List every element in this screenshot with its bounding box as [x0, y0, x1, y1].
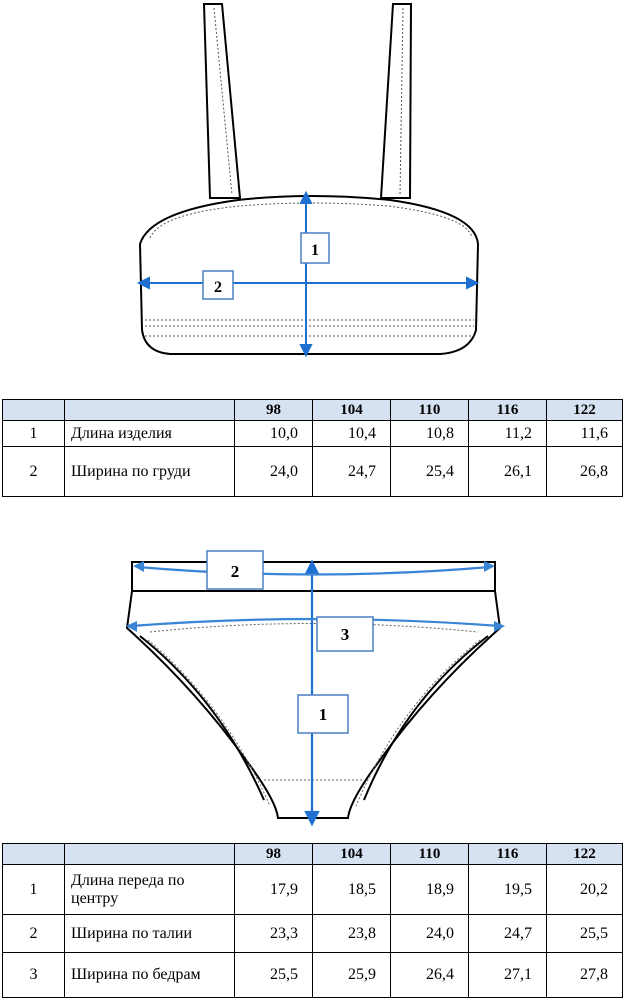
measure-value: 25,4: [390, 446, 469, 497]
measure-value: 11,2: [468, 420, 547, 447]
row-number: 2: [2, 914, 65, 953]
measure-value: 19,5: [468, 864, 547, 915]
measure-name: Ширина по талии: [64, 914, 235, 953]
measure-name: Ширина по бедрам: [64, 952, 235, 998]
measure-value: 18,5: [312, 864, 391, 915]
table-row: 1 Длина изделия 10,0 10,4 10,8 11,2 11,6: [2, 420, 623, 447]
header-cell-blank: [2, 843, 65, 865]
measure-name: Длина изделия: [64, 420, 235, 447]
row-number: 1: [2, 420, 65, 447]
measure-value: 24,0: [234, 446, 313, 497]
bottom-measure-arrows: [126, 559, 505, 827]
measure-value: 24,7: [468, 914, 547, 953]
measure-value: 27,1: [468, 952, 547, 998]
measure-value: 24,7: [312, 446, 391, 497]
bottom-callout-2: 2: [206, 550, 264, 590]
size-header: 98: [234, 843, 313, 865]
svg-text:1: 1: [311, 242, 319, 259]
bottom-callout-3: 3: [316, 616, 374, 652]
measure-value: 10,4: [312, 420, 391, 447]
top-callout-2: 2: [202, 270, 234, 300]
measure-value: 24,0: [390, 914, 469, 953]
measure-value: 23,3: [234, 914, 313, 953]
size-header: 110: [390, 399, 469, 421]
row-number: 2: [2, 446, 65, 497]
svg-text:2: 2: [231, 562, 240, 581]
header-cell-blank: [64, 399, 235, 421]
size-header: 98: [234, 399, 313, 421]
measure-value: 10,0: [234, 420, 313, 447]
size-header: 116: [468, 843, 547, 865]
bottom-callout-1: 1: [297, 694, 349, 734]
row-number: 1: [2, 864, 65, 915]
measure-value: 20,2: [546, 864, 623, 915]
size-header: 116: [468, 399, 547, 421]
header-cell-blank: [2, 399, 65, 421]
size-header: 104: [312, 399, 391, 421]
measure-value: 26,1: [468, 446, 547, 497]
measure-value: 26,4: [390, 952, 469, 998]
measure-value: 25,5: [234, 952, 313, 998]
table-header-row: 98 104 110 116 122: [2, 843, 623, 865]
top-callout-1: 1: [300, 232, 330, 264]
measure-value: 27,8: [546, 952, 623, 998]
table-header-row: 98 104 110 116 122: [2, 399, 623, 421]
top-size-table: 98 104 110 116 122 1 Длина изделия 10,0 …: [2, 399, 623, 497]
measure-value: 18,9: [390, 864, 469, 915]
measure-value: 26,8: [546, 446, 623, 497]
svg-text:1: 1: [319, 705, 328, 724]
size-header: 104: [312, 843, 391, 865]
measure-value: 10,8: [390, 420, 469, 447]
row-number: 3: [2, 952, 65, 998]
measure-value: 11,6: [546, 420, 623, 447]
size-header: 110: [390, 843, 469, 865]
measure-value: 25,9: [312, 952, 391, 998]
measure-value: 25,5: [546, 914, 623, 953]
size-header: 122: [546, 399, 623, 421]
svg-text:2: 2: [214, 279, 222, 296]
bottom-garment-diagram: 2 3 1: [125, 550, 505, 827]
svg-text:3: 3: [341, 625, 350, 644]
top-garment-diagram: 1 2: [136, 3, 480, 358]
measure-name: Длина переда по центру: [64, 864, 235, 915]
measure-value: 17,9: [234, 864, 313, 915]
header-cell-blank: [64, 843, 235, 865]
table-row: 2 Ширина по груди 24,0 24,7 25,4 26,1 26…: [2, 446, 623, 497]
bottom-size-table: 98 104 110 116 122 1 Длина переда по цен…: [2, 843, 623, 998]
table-row: 3 Ширина по бедрам 25,5 25,9 26,4 27,1 2…: [2, 952, 623, 998]
size-header: 122: [546, 843, 623, 865]
measure-name: Ширина по груди: [64, 446, 235, 497]
top-garment-outline: [138, 3, 480, 355]
table-row: 2 Ширина по талии 23,3 23,8 24,0 24,7 25…: [2, 914, 623, 953]
measure-value: 23,8: [312, 914, 391, 953]
top-measure-arrows: [136, 190, 480, 358]
table-row: 1 Длина переда по центру 17,9 18,5 18,9 …: [2, 864, 623, 915]
